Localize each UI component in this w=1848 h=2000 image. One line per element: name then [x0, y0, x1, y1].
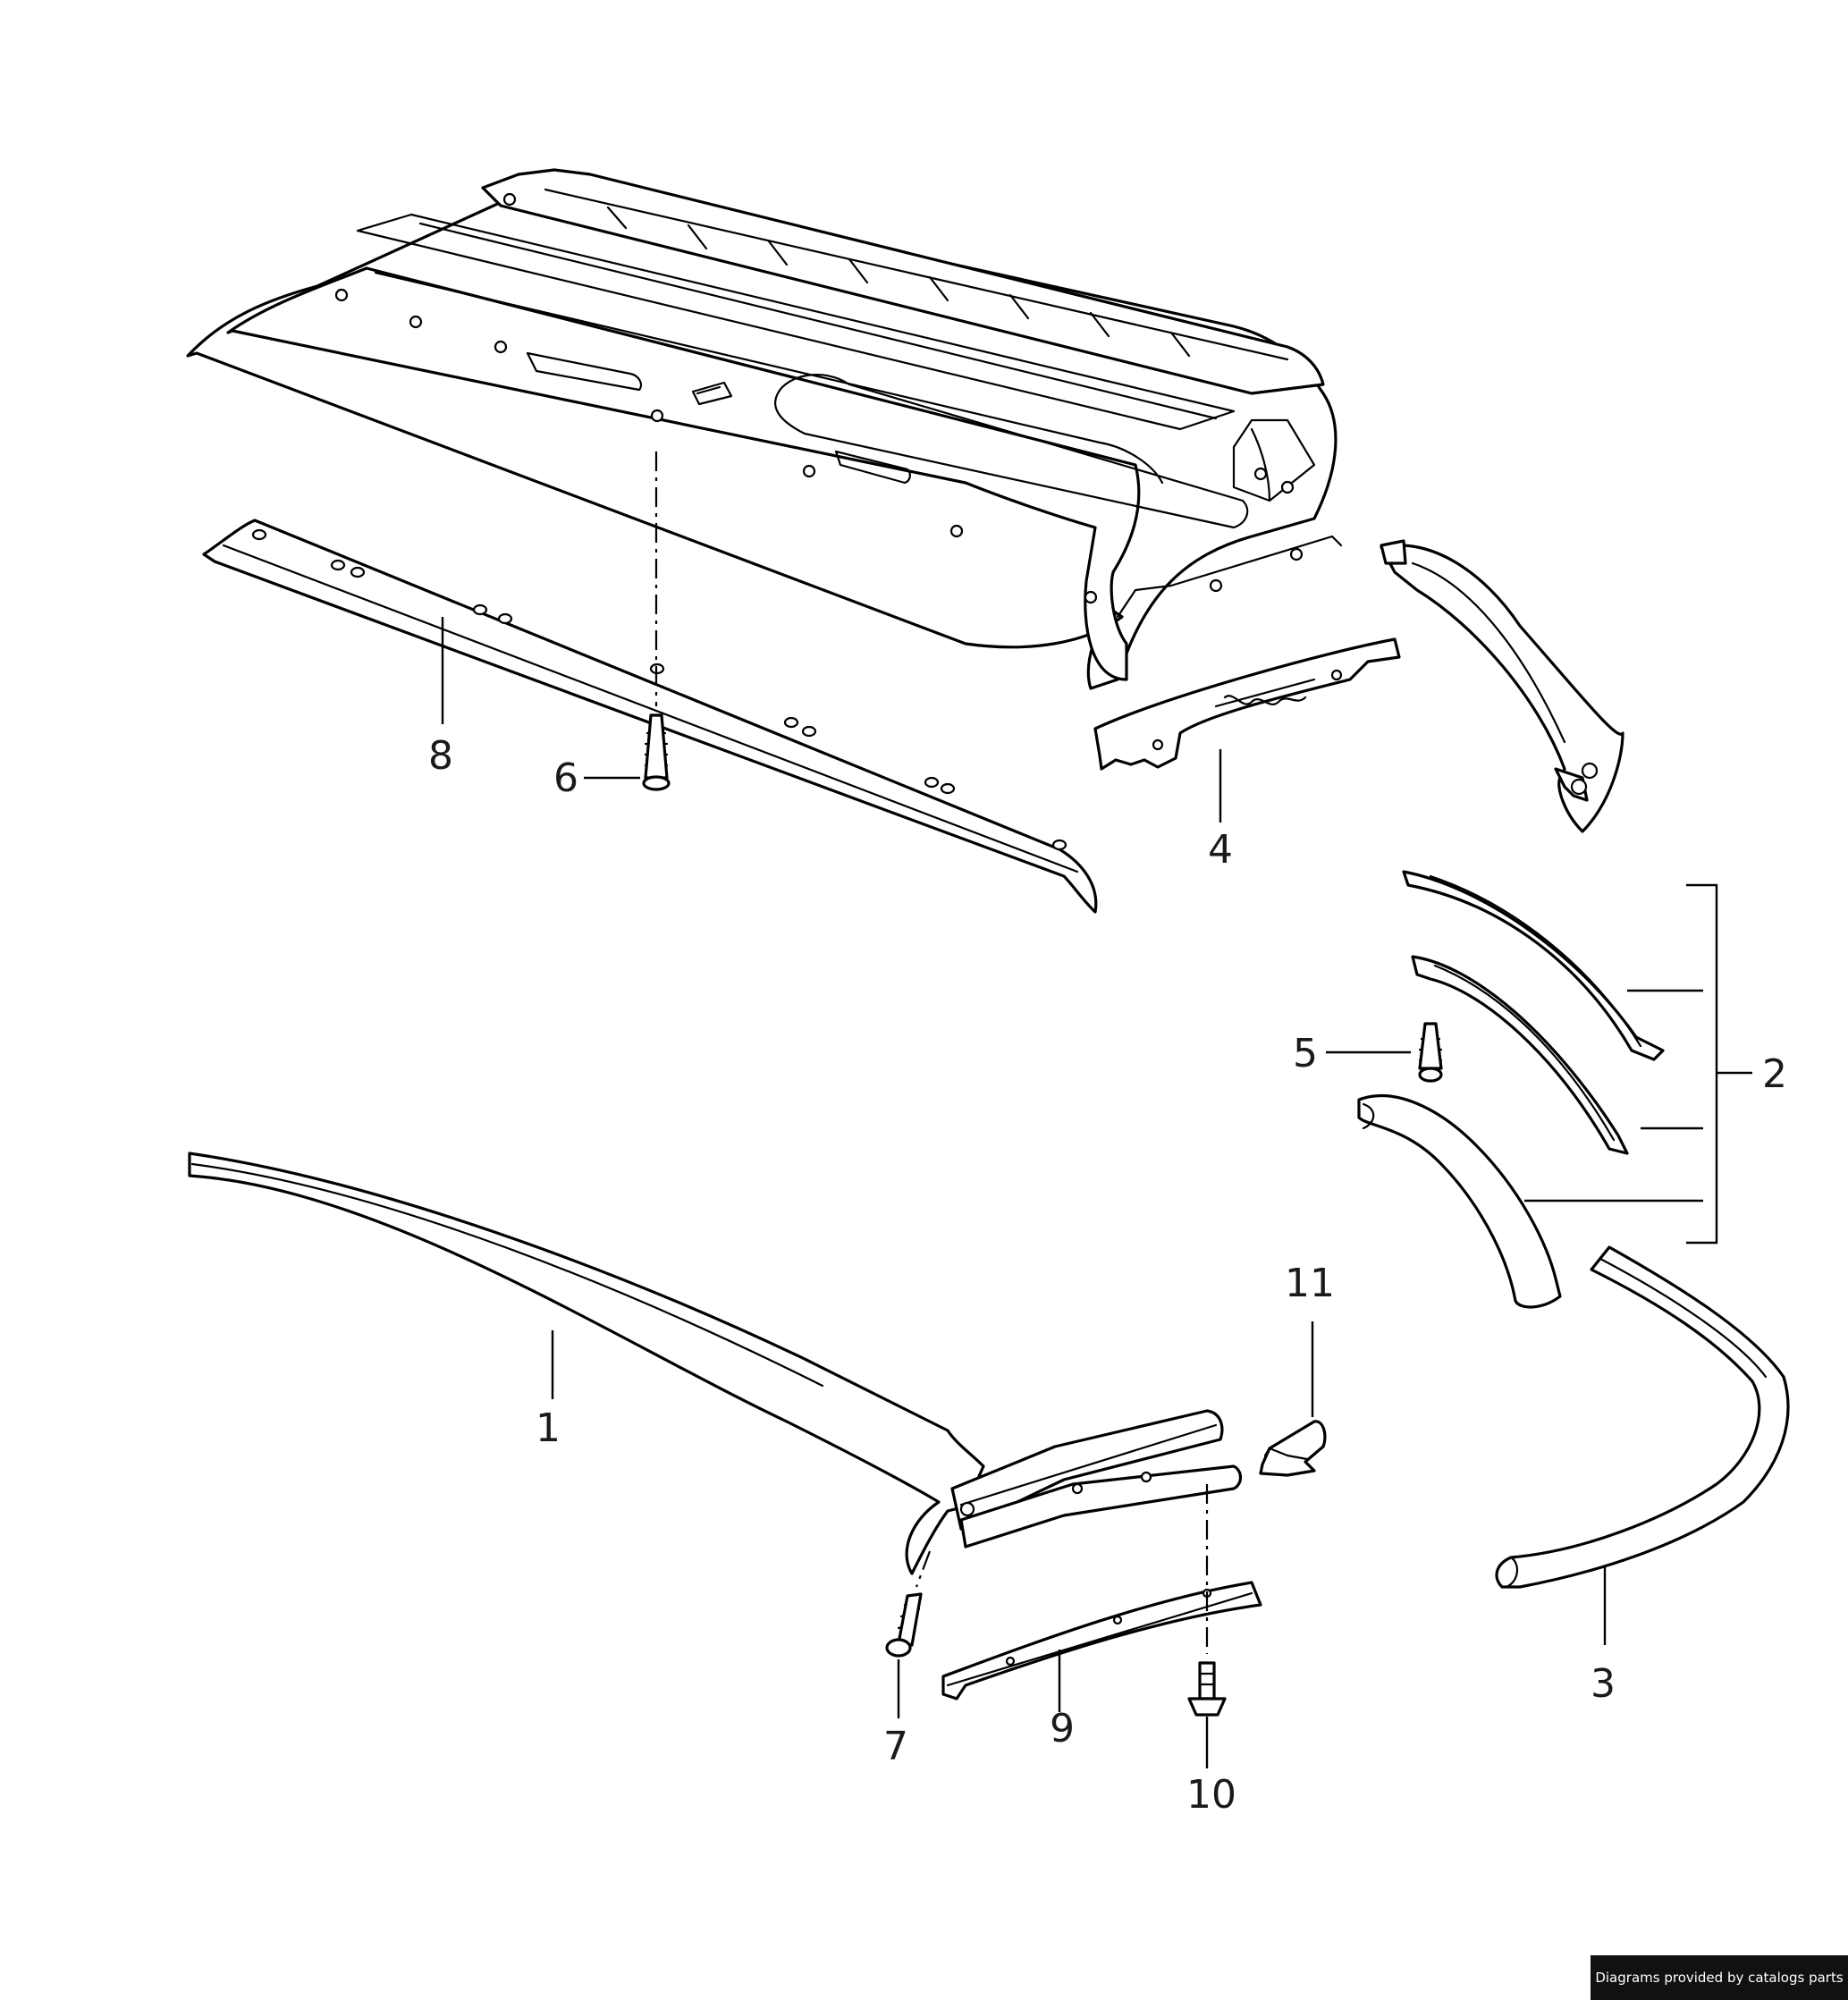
- frame-side-bow: [1380, 539, 1624, 833]
- callout-1: 1: [536, 1405, 561, 1451]
- bracket-2: [1524, 883, 1752, 1245]
- callout-2: 2: [1762, 1051, 1787, 1097]
- callout-4: 4: [1208, 827, 1233, 873]
- part-2-seal-upper: [1402, 870, 1665, 1061]
- callout-10: 10: [1186, 1772, 1236, 1818]
- diagram-credit-label: Diagrams provided by catalogs parts: [1591, 1955, 1848, 2000]
- callout-7: 7: [883, 1724, 908, 1769]
- part-1-roof-seal: [188, 1152, 985, 1575]
- part-9-channel-trim: [941, 1581, 1262, 1700]
- roof-frame-panel: [186, 168, 1343, 690]
- callout-9: 9: [1050, 1706, 1075, 1751]
- part-7-screw: [885, 1592, 923, 1658]
- callout-5: 5: [1293, 1031, 1318, 1076]
- roof-seal-corner-channel: [950, 1409, 1243, 1549]
- callout-3: 3: [1591, 1661, 1616, 1707]
- centerline-7: [915, 1550, 932, 1588]
- part-6-screw: [642, 713, 671, 791]
- part-3-rear-seal: [1495, 1245, 1790, 1589]
- part-4-spring-bracket: [1093, 637, 1401, 771]
- part-2-seal-middle: [1411, 955, 1629, 1155]
- part-5-screw: [1418, 1022, 1443, 1083]
- part-10-bolt: [1187, 1661, 1227, 1717]
- callout-11: 11: [1285, 1261, 1335, 1306]
- part-11-clip: [1259, 1420, 1327, 1477]
- callout-8: 8: [428, 733, 453, 779]
- part-2-seal-lower: [1357, 1094, 1562, 1309]
- callout-6: 6: [553, 755, 578, 801]
